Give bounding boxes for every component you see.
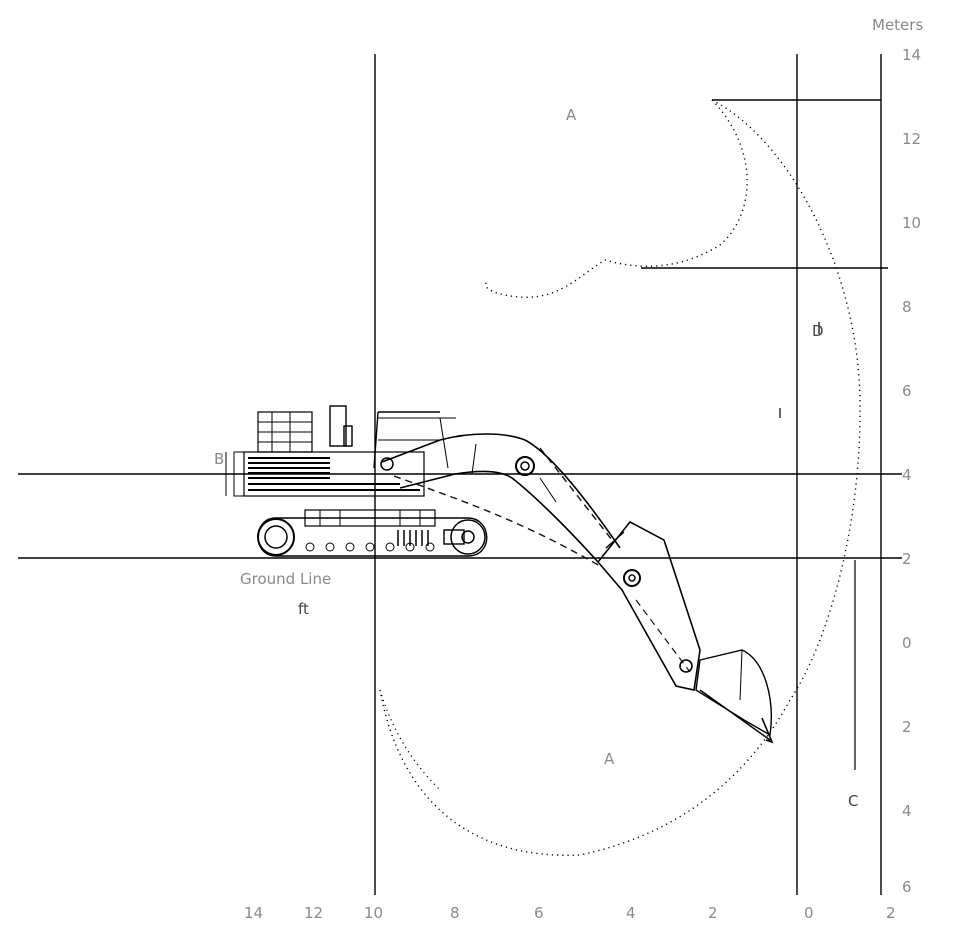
bottom-scale-label: 2 — [708, 904, 718, 922]
bottom-scale: 14 12 10 8 6 4 2 0 2 — [244, 904, 896, 922]
bottom-scale-label: 14 — [244, 904, 263, 922]
boom-pin — [515, 456, 535, 476]
right-scale-label: 10 — [902, 214, 921, 232]
right-scale-label: 2 — [902, 550, 912, 568]
boom-foot-pin — [380, 457, 394, 471]
bottom-scale-label: 10 — [364, 904, 383, 922]
envelope-digging-curve — [379, 689, 441, 791]
right-scale-label: 6 — [902, 382, 912, 400]
right-scale-label: 2 — [902, 718, 912, 736]
dimension-label-bottom: A — [604, 750, 615, 768]
right-scale-label: 8 — [902, 298, 912, 316]
right-scale-label: 0 — [902, 634, 912, 652]
bottom-scale-label: 0 — [804, 904, 814, 922]
bottom-scale-label: 2 — [886, 904, 896, 922]
track-spring — [397, 529, 465, 546]
sprocket-wheel — [450, 519, 486, 555]
engine-grille — [248, 457, 420, 491]
excavator-house — [225, 405, 456, 497]
ground-line-sub-label: ft — [298, 600, 309, 618]
idler-wheel — [257, 518, 295, 556]
right-scale-label: 14 — [902, 46, 921, 64]
right-scale-label: 4 — [902, 466, 912, 484]
bucket — [695, 649, 774, 744]
boom — [380, 433, 621, 567]
right-scale-label: 4 — [902, 802, 912, 820]
bottom-scale-label: 4 — [626, 904, 636, 922]
undercarriage — [257, 509, 488, 557]
arm — [596, 520, 701, 691]
bottom-scale-label: 12 — [304, 904, 323, 922]
unit-label: Meters — [872, 16, 923, 34]
cab — [373, 411, 456, 469]
right-scale-label: 12 — [902, 130, 921, 148]
arm-pin — [623, 569, 641, 587]
dimension-label-top: A — [566, 106, 577, 124]
track-rollers — [305, 542, 435, 552]
bottom-scale-label: 6 — [534, 904, 544, 922]
working-envelope — [379, 99, 861, 856]
right-scale-label: 6 — [902, 878, 912, 896]
dimension-label-right-lower: C — [848, 792, 858, 810]
dimension-label-right-vertical: D — [812, 322, 824, 340]
ground-line-label: Ground Line — [240, 570, 331, 588]
bucket-link-pin — [679, 659, 693, 673]
bottom-scale-label: 8 — [450, 904, 460, 922]
dimension-label-left: B — [214, 450, 224, 468]
right-scale: 14 12 10 8 6 4 2 0 2 4 6 — [902, 46, 921, 896]
